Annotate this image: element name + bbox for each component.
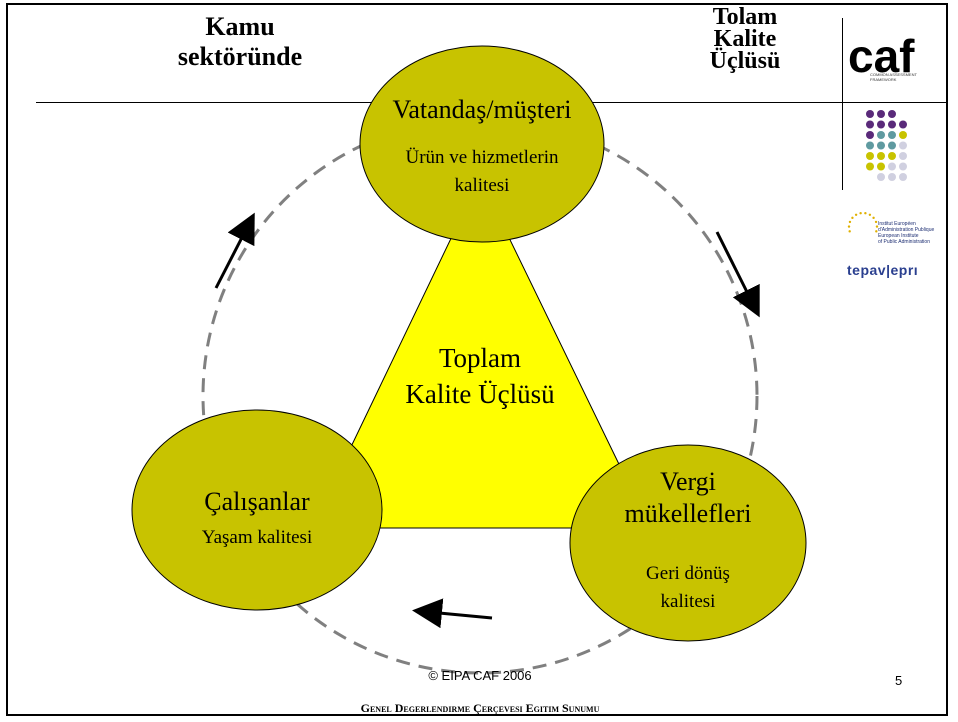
tepav-logo: tepav|eprı bbox=[847, 262, 919, 278]
logo-dot bbox=[899, 162, 907, 171]
logo-dot bbox=[877, 141, 885, 150]
node-left-subtitle: Yaşam kalitesi bbox=[201, 527, 313, 548]
logo-dot bbox=[888, 152, 896, 160]
logo-dot bbox=[888, 162, 896, 171]
center-triangle bbox=[311, 176, 651, 529]
eipa-line3: European Institute bbox=[878, 233, 919, 239]
footer-caption: Genel Degerlendirme Çerçevesi Egitim Sun… bbox=[360, 701, 600, 715]
eipa-line4: of Public Administration bbox=[878, 239, 930, 245]
header-right-line3: Üçlüsü bbox=[709, 48, 781, 74]
footer-page-number: 5 bbox=[895, 673, 903, 688]
eipa-line2: d'Administration Publique bbox=[878, 227, 935, 233]
logo-dot bbox=[899, 152, 907, 160]
logo-dot bbox=[877, 110, 885, 118]
node-right-title: Vergi mükellefleri bbox=[572, 466, 804, 530]
eipa-star bbox=[875, 230, 878, 233]
logo-dot bbox=[888, 173, 896, 181]
header-left-title: Kamu sektöründe bbox=[160, 12, 320, 72]
node-top-subtitle: Ürün ve hizmetlerin kalitesi bbox=[360, 144, 604, 200]
header-right-line2: Kalite bbox=[713, 26, 777, 52]
eipa-stars-logo bbox=[847, 212, 879, 233]
eipa-star bbox=[847, 225, 851, 228]
logo-divider bbox=[842, 18, 843, 190]
center-label: Toplam Kalite Üçlüsü bbox=[360, 340, 600, 412]
logo-dot bbox=[899, 141, 907, 150]
dot-grid-logo bbox=[866, 110, 907, 181]
node-left-title: Çalışanlar bbox=[204, 487, 310, 516]
header-right-line1: Tolam bbox=[712, 4, 778, 30]
eipa-star bbox=[874, 220, 878, 224]
logo-dot bbox=[899, 131, 907, 139]
node-right-sub-line1: Geri dönüş bbox=[646, 563, 730, 584]
header-right-title: Tolam Kalite Üçlüsü bbox=[685, 4, 805, 74]
arrow-top-to-right bbox=[715, 231, 760, 318]
node-right-subtitle: Geri dönüş kalitesi bbox=[572, 560, 804, 616]
arrow-left-to-top bbox=[214, 212, 255, 289]
eipa-star bbox=[848, 230, 851, 233]
eipa-star bbox=[875, 225, 879, 228]
logo-dot bbox=[866, 141, 874, 150]
node-top-title: Vatandaş/müşteri bbox=[392, 95, 572, 124]
logo-dot bbox=[888, 141, 896, 150]
logo-dot bbox=[877, 173, 885, 181]
logo-dot bbox=[866, 131, 874, 139]
caf-logo: caf bbox=[848, 30, 915, 82]
header-left-line2: sektöründe bbox=[177, 42, 303, 71]
caf-logo-subtitle: COMMON ASSESSMENT FRAMEWORK bbox=[870, 72, 917, 82]
logo-dot bbox=[866, 152, 874, 160]
arrow-right-to-left bbox=[412, 598, 493, 629]
eipa-star bbox=[848, 220, 852, 224]
logo-dot bbox=[899, 120, 907, 129]
eipa-star bbox=[864, 212, 867, 215]
logo-dot bbox=[877, 162, 885, 171]
logo-dot bbox=[866, 110, 874, 118]
node-circle-right bbox=[569, 444, 807, 642]
footer-copyright: © EIPA CAF 2006 bbox=[428, 668, 532, 683]
logo-dot bbox=[888, 131, 896, 139]
node-right-sub-line2: kalitesi bbox=[660, 591, 716, 612]
eipa-star bbox=[854, 213, 858, 217]
logo-dot bbox=[877, 131, 885, 139]
node-circle-left bbox=[131, 409, 383, 611]
center-line1: Toplam bbox=[438, 343, 522, 373]
eipa-line1: Institut Européen bbox=[878, 221, 916, 227]
dashed-cycle-ring bbox=[201, 117, 759, 675]
node-right-title-line1: Vergi bbox=[660, 467, 716, 496]
logo-dot bbox=[866, 120, 874, 129]
logo-dot bbox=[888, 120, 896, 129]
node-circle-top bbox=[359, 45, 605, 243]
caf-logo-text: caf bbox=[848, 30, 915, 82]
node-top-sub-line1: Ürün ve hizmetlerin bbox=[405, 147, 559, 168]
eipa-star bbox=[868, 213, 872, 217]
node-top-sub-line2: kalitesi bbox=[454, 175, 510, 196]
node-right-title-line2: mükellefleri bbox=[624, 499, 752, 528]
logo-dot bbox=[877, 152, 885, 160]
eipa-star bbox=[859, 212, 862, 215]
eipa-star bbox=[851, 216, 854, 220]
slide-frame bbox=[6, 3, 948, 716]
logo-dot bbox=[877, 120, 885, 129]
logo-dot bbox=[888, 110, 896, 118]
center-line2: Kalite Üçlüsü bbox=[405, 379, 555, 409]
eipa-logo-text: Institut Européen d'Administration Publi… bbox=[878, 221, 958, 245]
logo-dot bbox=[866, 162, 874, 171]
header-left-line1: Kamu bbox=[205, 12, 275, 41]
eipa-star bbox=[872, 216, 875, 220]
logo-dot bbox=[899, 173, 907, 181]
